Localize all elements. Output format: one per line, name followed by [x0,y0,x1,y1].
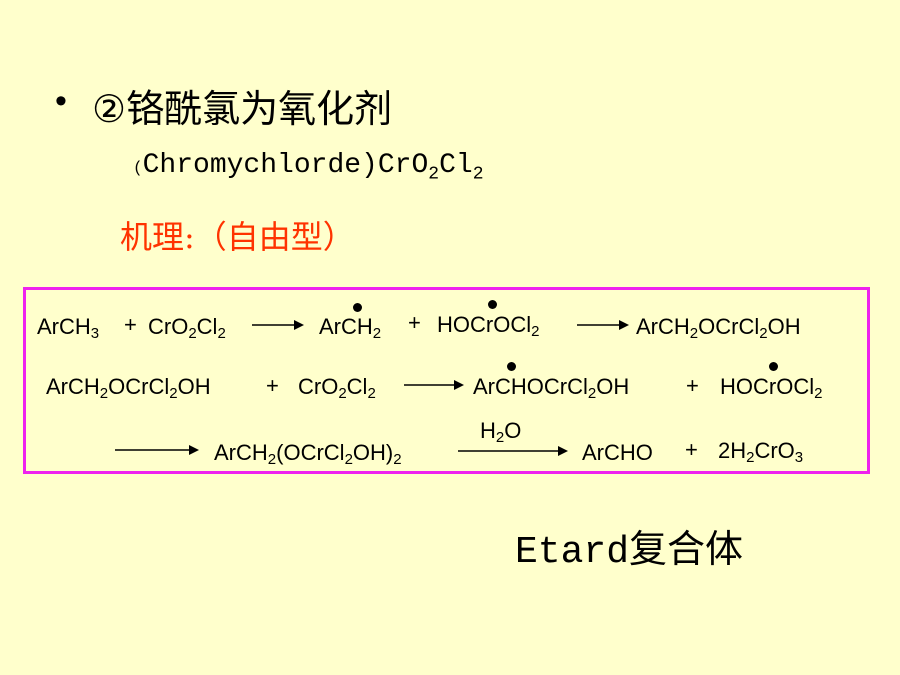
reaction-arrow [458,446,568,456]
subtitle-sub: 2 [472,164,484,185]
reaction-arrow [577,320,629,330]
r2-plus: + [686,373,699,398]
bullet-dot: • [55,82,67,120]
etard-complex-label: Etard复合体 [515,527,744,574]
radical-dot [769,362,778,371]
r1-plus: + [408,310,421,335]
r1-arch2-radical: ArCH2 [319,314,382,342]
r2-hocrocl2: HOCrOCl2 [720,374,823,402]
subtitle-name: Chromychlorde) [142,150,378,181]
r1-product: ArCH2OCrCl2OH [636,314,801,342]
r1-cro2cl2: CrO2Cl2 [148,314,226,342]
reaction-arrow [115,445,199,455]
radical-dot [488,300,497,309]
equation-box [23,287,870,474]
subtitle-cro: CrO [377,150,429,181]
subtitle-formula: (Chromychlorde)CrO2Cl2 [133,150,484,185]
radical-dot [507,362,516,371]
subtitle-paren: ( [133,159,143,177]
subtitle-sub: 2 [428,164,440,185]
r2-cro2cl2: CrO2Cl2 [298,374,376,402]
r2-reactant: ArCH2OCrCl2OH [46,374,211,402]
r3-intermediate: ArCH2(OCrCl2OH)2 [214,440,402,468]
r3-h2cro3: 2H2CrO3 [718,438,804,466]
r3-archo: ArCHO [582,440,653,465]
radical-dot [353,303,362,312]
subtitle-cl: Cl [439,150,473,181]
slide-title: ②铬酰氯为氧化剂 [92,87,393,131]
r2-plus: + [266,373,279,398]
r1-archh3: ArCH3 [37,314,100,342]
mechanism-label: 机理:（自由型） [120,218,355,256]
r3-plus: + [685,437,698,462]
reaction-arrow [252,320,304,330]
r3-water-condition: H2O [480,418,522,446]
reaction-arrow [404,380,464,390]
r1-plus: + [124,312,137,337]
r2-radical-intermediate: ArCHOCrCl2OH [473,374,630,402]
r1-hocrocl2: HOCrOCl2 [437,312,540,340]
